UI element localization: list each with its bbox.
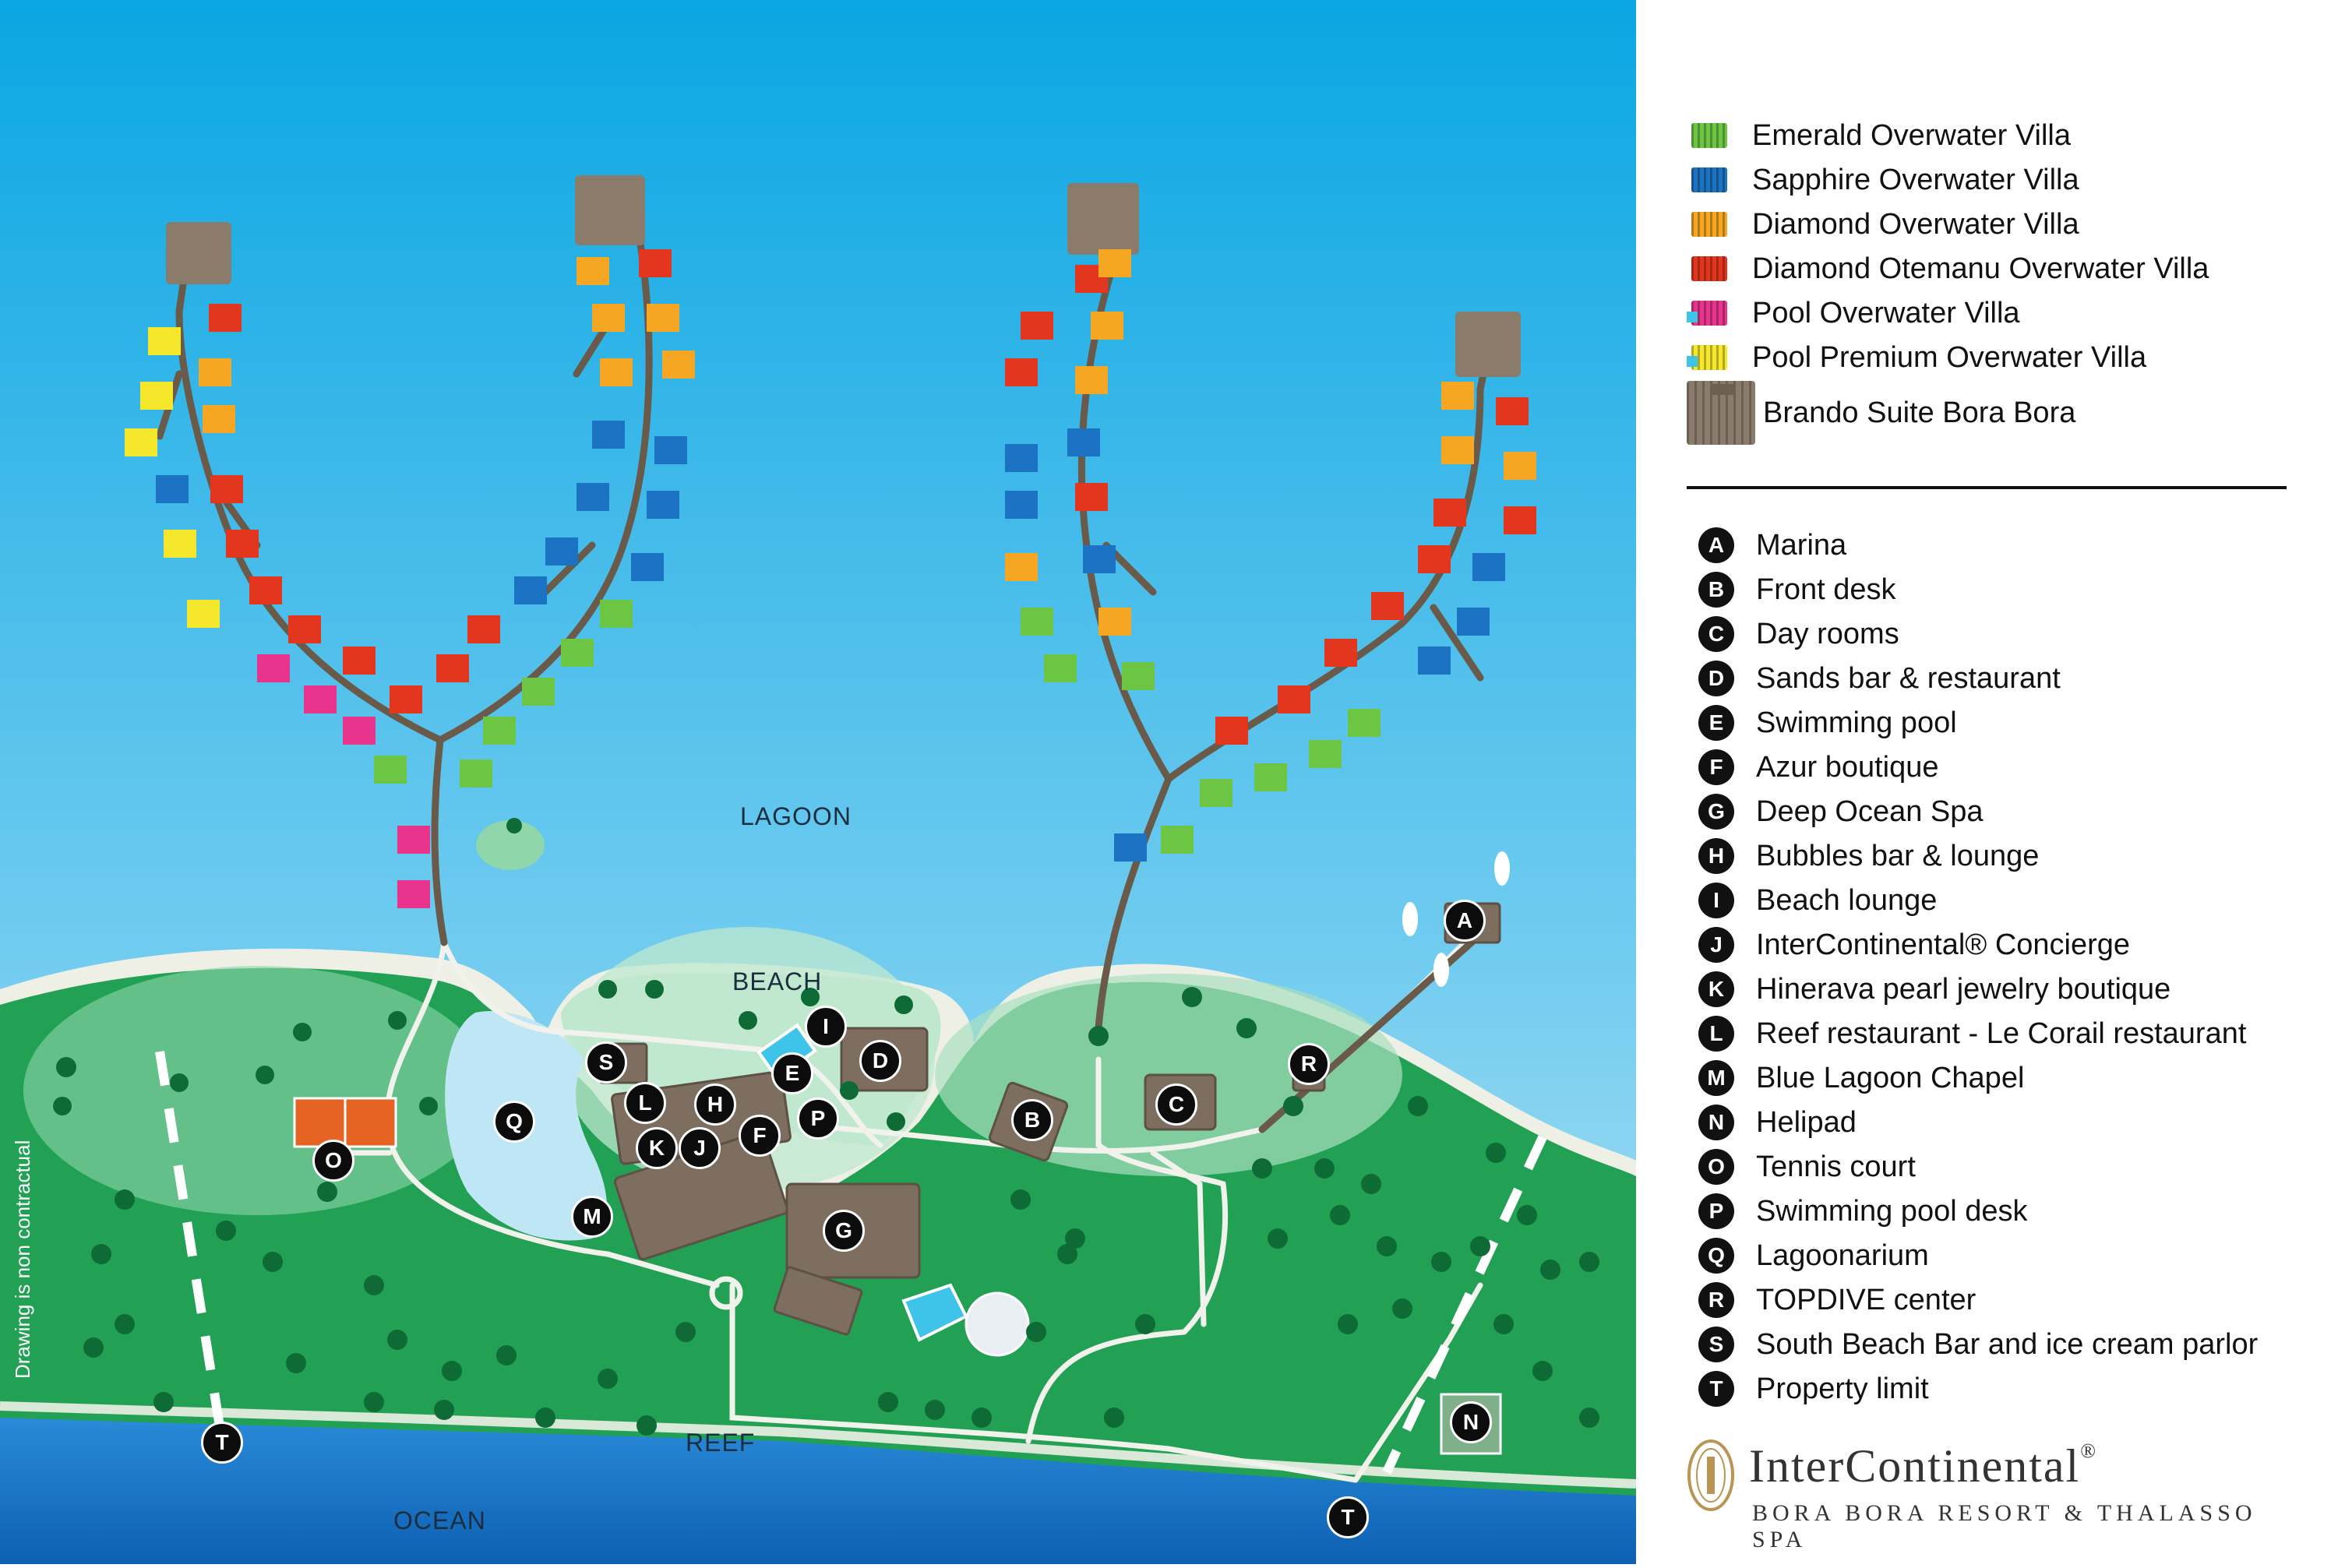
map-poi-a[interactable]: A [1444,900,1486,942]
map-poi-d[interactable]: D [859,1040,901,1082]
legend-villa-pool-premium: Pool Premium Overwater Villa [1687,337,2146,378]
map-poi-l[interactable]: L [624,1082,666,1124]
emerald-villa-swatch-icon [1687,118,1732,153]
beach-label: BEACH [732,967,823,995]
map-canvas [0,0,1637,1564]
intercontinental-logo-icon [1687,1439,1734,1511]
legend-brando: Brando Suite Bora Bora [1687,379,2075,446]
legend-villa-label: Emerald Overwater Villa [1752,118,2072,152]
legend-panel [1636,0,2345,1564]
legend-villa-label: Diamond Otemanu Overwater Villa [1752,252,2209,285]
map-poi-p[interactable]: P [797,1098,839,1140]
brand-subtitle: BORA BORA RESORT & THALASSO SPA [1752,1500,2257,1552]
legend-brando-label: Brando Suite Bora Bora [1763,396,2076,429]
legend-villa-label: Diamond Overwater Villa [1752,207,2079,241]
legend-villa-label: Pool Overwater Villa [1752,296,2020,329]
map-poi-f[interactable]: F [739,1115,781,1157]
brand-name: InterContinental® [1749,1439,2097,1492]
map-poi-n[interactable]: N [1450,1401,1492,1443]
legend-villa-diamond: Diamond Overwater Villa [1687,204,2079,245]
non-contractual-note: Drawing is non contractual [11,1140,34,1379]
legend-villa-emerald: Emerald Overwater Villa [1687,115,2071,156]
map-poi-c[interactable]: C [1155,1084,1197,1126]
legend-villa-label: Pool Premium Overwater Villa [1752,340,2147,374]
legend-divider [1687,486,2287,489]
resort-map: LAGOON BEACH REEF OCEAN Drawing is non c… [0,0,1637,1564]
lagoon-label: LAGOON [740,802,852,830]
map-poi-r[interactable]: R [1288,1043,1330,1085]
map-poi-s[interactable]: S [585,1041,627,1084]
map-poi-h[interactable]: H [694,1084,736,1126]
map-poi-k[interactable]: K [636,1127,678,1169]
reef-label: REEF [686,1429,756,1457]
map-poi-e[interactable]: E [771,1052,813,1094]
map-poi-g[interactable]: G [823,1210,865,1252]
map-poi-o[interactable]: O [312,1140,354,1182]
brando-suite-swatch-icon [1687,381,1755,445]
diamond-otemanu-villa-swatch-icon [1687,252,1732,286]
ocean-water [0,1418,1636,1564]
map-poi-t-west[interactable]: T [201,1422,243,1464]
legend-villa-pool: Pool Overwater Villa [1687,293,2020,333]
brand-block: InterContinental® BORA BORA RESORT & THA… [1687,1433,2310,1552]
ocean-label: OCEAN [393,1506,486,1535]
pool-premium-villa-swatch-icon [1687,340,1732,375]
map-poi-b[interactable]: B [1011,1099,1053,1141]
pool-villa-swatch-icon [1687,296,1732,330]
legend-villa-diamond-otemanu: Diamond Otemanu Overwater Villa [1687,248,2209,289]
map-poi-m[interactable]: M [571,1196,613,1238]
legend-villa-label: Sapphire Overwater Villa [1752,163,2079,196]
map-poi-t-east[interactable]: T [1327,1496,1369,1538]
map-poi-j[interactable]: J [679,1127,721,1169]
legend-villa-sapphire: Sapphire Overwater Villa [1687,160,2079,200]
map-poi-i[interactable]: I [805,1006,847,1048]
sapphire-villa-swatch-icon [1687,163,1732,197]
diamond-villa-swatch-icon [1687,207,1732,241]
villa-markers [125,249,1536,908]
map-poi-q[interactable]: Q [493,1101,535,1143]
